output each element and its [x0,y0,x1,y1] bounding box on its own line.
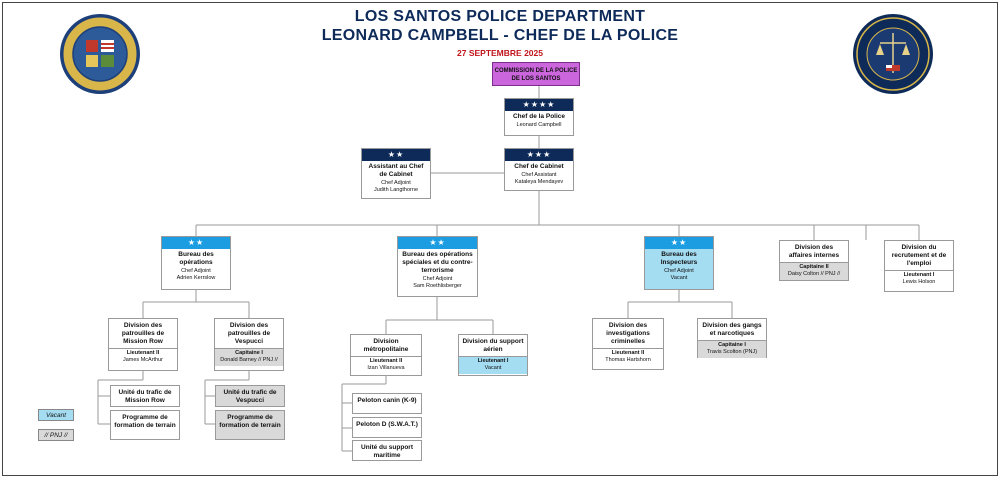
special-operations-bureau-box: ★★ Bureau des opérations spéciales et du… [397,236,478,297]
division-title: Division des affaires internes [788,244,840,259]
person-name: Adrien Kerrslow [176,275,216,281]
division-leader: Capitaine II Daisy Colton // PNJ // [780,262,848,280]
marine-support-unit-box: Unité du support maritime [352,440,422,461]
position-title: Chef de la Police [512,113,566,120]
rank-stars: ★★★ [505,149,573,161]
legend-pnj: // PNJ // [38,429,74,441]
unit-title: Unité du support maritime [361,444,413,459]
mission-row-patrol-division-box: Division des patrouilles de Mission Row … [108,318,178,371]
division-title: Division des patrouilles de Vespucci [227,322,271,345]
division-leader: Lieutenant II Thomas Hartshorn [593,348,663,366]
chief-box: ★★★★ Chef de la Police Leonard Campbell [504,98,574,136]
vespucci-patrol-division-box: Division des patrouilles de Vespucci Cap… [214,318,284,371]
unit-title: Programme de formation de terrain [114,414,176,429]
person-name: Daisy Colton // PNJ // [787,271,841,277]
commission-box: COMMISSION DE LA POLICE DE LOS SANTOS [492,62,580,86]
rank-label: Lieutenant II [611,350,645,356]
position-title: Assistant au Chef de Cabinet [368,163,424,178]
rank-label: Chef Adjoint [381,180,411,186]
vespucci-field-training-program-box: Programme de formation de terrain [215,410,285,440]
rank-label: Capitaine II [799,264,829,270]
position-title: Bureau des Inspecteurs [660,251,698,266]
rank-label: Lieutenant I [477,358,509,364]
rank-stars: ★★ [645,237,713,249]
division-title: Division du support aérien [462,338,524,353]
internal-affairs-box: Division des affaires internes Capitaine… [779,240,849,281]
air-support-division-box: Division du support aérien Lieutenant I … [458,334,528,376]
division-title: Division métropolitaine [363,338,409,353]
rank-label: Chef Adjoint [422,276,453,282]
person-name: Kataleya Mendayev [514,179,564,185]
chief-of-staff-box: ★★★ Chef de Cabinet Chef Assistant Katal… [504,148,574,191]
person-name: Judith Langthorne [373,187,419,193]
unit-title: Unité du trafic de Mission Row [118,389,172,404]
swat-platoon-box: Peloton D (S.W.A.T.) [352,417,422,438]
unit-title: Programme de formation de terrain [219,414,281,429]
division-title: Division des gangs et narcotiques [702,322,762,337]
person-name: Leonard Campbell [516,122,562,128]
field-training-program-box: Programme de formation de terrain [110,410,180,440]
mission-row-traffic-unit-box: Unité du trafic de Mission Row [110,385,180,407]
rank-label: Capitaine I [235,350,263,356]
person-name: Izan Villanueva [367,365,405,371]
person-name: Vacant [484,365,502,371]
department-title: LOS SANTOS POLICE DEPARTMENT [354,8,646,25]
city-seal-logo [59,13,141,95]
person-name: Sam Roethlisberger [413,283,462,289]
division-title: Division des investigations criminelles [606,322,650,345]
position-title: Chef de Cabinet [514,163,564,170]
division-leader: Lieutenant II James McArthur [109,348,177,366]
division-leader: Lieutenant II Izan Villanueva [351,356,421,374]
position-title: Bureau des opérations spéciales et du co… [402,251,473,274]
division-title: Division du recrutement et de l'emploi [891,244,947,267]
rank-label: Lieutenant II [369,358,403,364]
gangs-narcotics-division-box: Division des gangs et narcotiques Capita… [697,318,767,358]
rank-stars: ★★ [362,149,430,161]
division-leader: Capitaine I Donald Barney // PNJ // [215,348,283,366]
person-name: Vacant [670,275,688,281]
criminal-investigations-division-box: Division des investigations criminelles … [592,318,664,370]
rank-label: Capitaine I [718,342,746,348]
chief-title: LEONARD CAMPBELL - CHEF DE LA POLICE [321,27,679,44]
person-name: Donald Barney // PNJ // [220,357,278,363]
unit-title: Peloton D (S.W.A.T.) [356,421,418,428]
rank-label: Chef Assistant [521,172,557,178]
person-name: Thomas Hartshorn [605,357,651,363]
rank-label: Lieutenant I [903,272,935,278]
legend-vacant: Vacant [38,409,74,421]
chart-date: 27 SEPTEMBRE 2025 [457,48,543,58]
rank-stars: ★★ [398,237,477,249]
division-leader: Lieutenant I Vacant [459,356,527,374]
division-title: Division des patrouilles de Mission Row [121,322,165,345]
vespucci-traffic-unit-box: Unité du trafic de Vespucci [215,385,285,407]
person-name: Lewis Holson [902,279,936,285]
unit-title: Peloton canin (K-9) [357,397,417,404]
person-name: James McArthur [122,357,164,363]
assistant-chief-of-staff-box: ★★ Assistant au Chef de Cabinet Chef Adj… [361,148,431,199]
rank-label: Lieutenant II [126,350,160,356]
position-title: Bureau des opérations [178,251,214,266]
unit-title: Unité du trafic de Vespucci [223,389,277,404]
k9-platoon-box: Peloton canin (K-9) [352,393,422,414]
person-name: Travis Scolton (PNJ) [706,349,758,355]
detectives-bureau-box: ★★ Bureau des Inspecteurs Chef Adjoint V… [644,236,714,290]
rank-label: Chef Adjoint [664,268,694,274]
operations-bureau-box: ★★ Bureau des opérations Chef Adjoint Ad… [161,236,231,290]
recruitment-box: Division du recrutement et de l'emploi L… [884,240,954,292]
division-leader: Capitaine I Travis Scolton (PNJ) [698,340,766,358]
metropolitan-division-box: Division métropolitaine Lieutenant II Iz… [350,334,422,376]
rank-label: Chef Adjoint [181,268,211,274]
rank-stars: ★★★★ [505,99,573,111]
lspd-seal-logo [852,13,934,95]
rank-stars: ★★ [162,237,230,249]
division-leader: Lieutenant I Lewis Holson [885,270,953,288]
